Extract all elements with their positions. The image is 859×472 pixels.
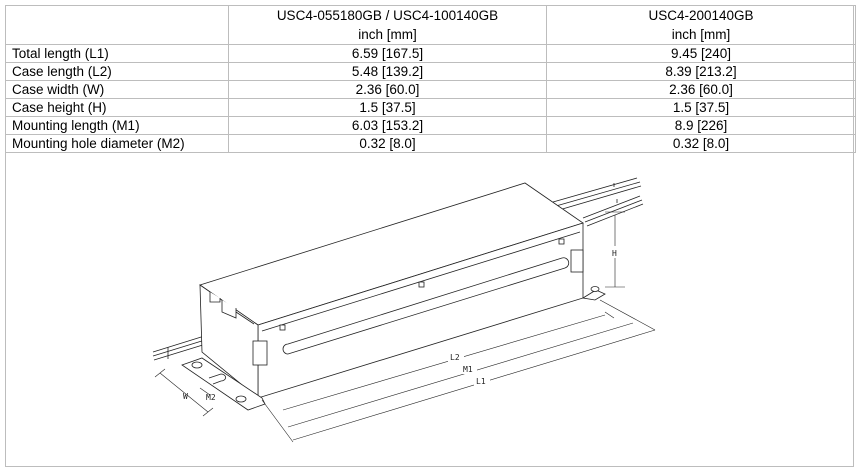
table-row: Mounting hole diameter (M2)0.32 [8.0]0.3…: [5, 134, 856, 153]
case-body: [181, 182, 606, 411]
row-label: Mounting hole diameter (M2): [5, 134, 229, 153]
label-m2: M2: [206, 393, 216, 402]
table-row: Mounting length (M1)6.03 [153.2]8.9 [226…: [5, 116, 856, 135]
header-cell: USC4-200140GB: [546, 5, 856, 25]
row-label: Case width (W): [5, 80, 229, 99]
row-value: 6.03 [153.2]: [228, 116, 547, 135]
label-h: H: [612, 249, 617, 258]
table-row: Case height (H)1.5 [37.5]1.5 [37.5]: [5, 98, 856, 117]
table-header-row: USC4-055180GB / USC4-100140GB USC4-20014…: [5, 5, 856, 25]
row-label: Mounting length (M1): [5, 116, 229, 135]
dimensions-table: USC4-055180GB / USC4-100140GB USC4-20014…: [5, 5, 856, 153]
label-l1: L1: [476, 377, 486, 386]
header-cell: USC4-055180GB / USC4-100140GB: [228, 5, 547, 25]
row-value: 2.36 [60.0]: [546, 80, 856, 99]
row-value: 0.32 [8.0]: [228, 134, 547, 153]
label-m1: M1: [463, 365, 473, 374]
row-value: 0.32 [8.0]: [546, 134, 856, 153]
table-row: Total length (L1)6.59 [167.5]9.45 [240]: [5, 44, 856, 63]
dimension-labels: L2 M1 L1 H W M2: [183, 246, 620, 402]
label-w: W: [183, 392, 188, 401]
row-value: 1.5 [37.5]: [546, 98, 856, 117]
row-value: 9.45 [240]: [546, 44, 856, 63]
table-row: Case width (W)2.36 [60.0]2.36 [60.0]: [5, 80, 856, 99]
label-l2: L2: [450, 353, 460, 362]
